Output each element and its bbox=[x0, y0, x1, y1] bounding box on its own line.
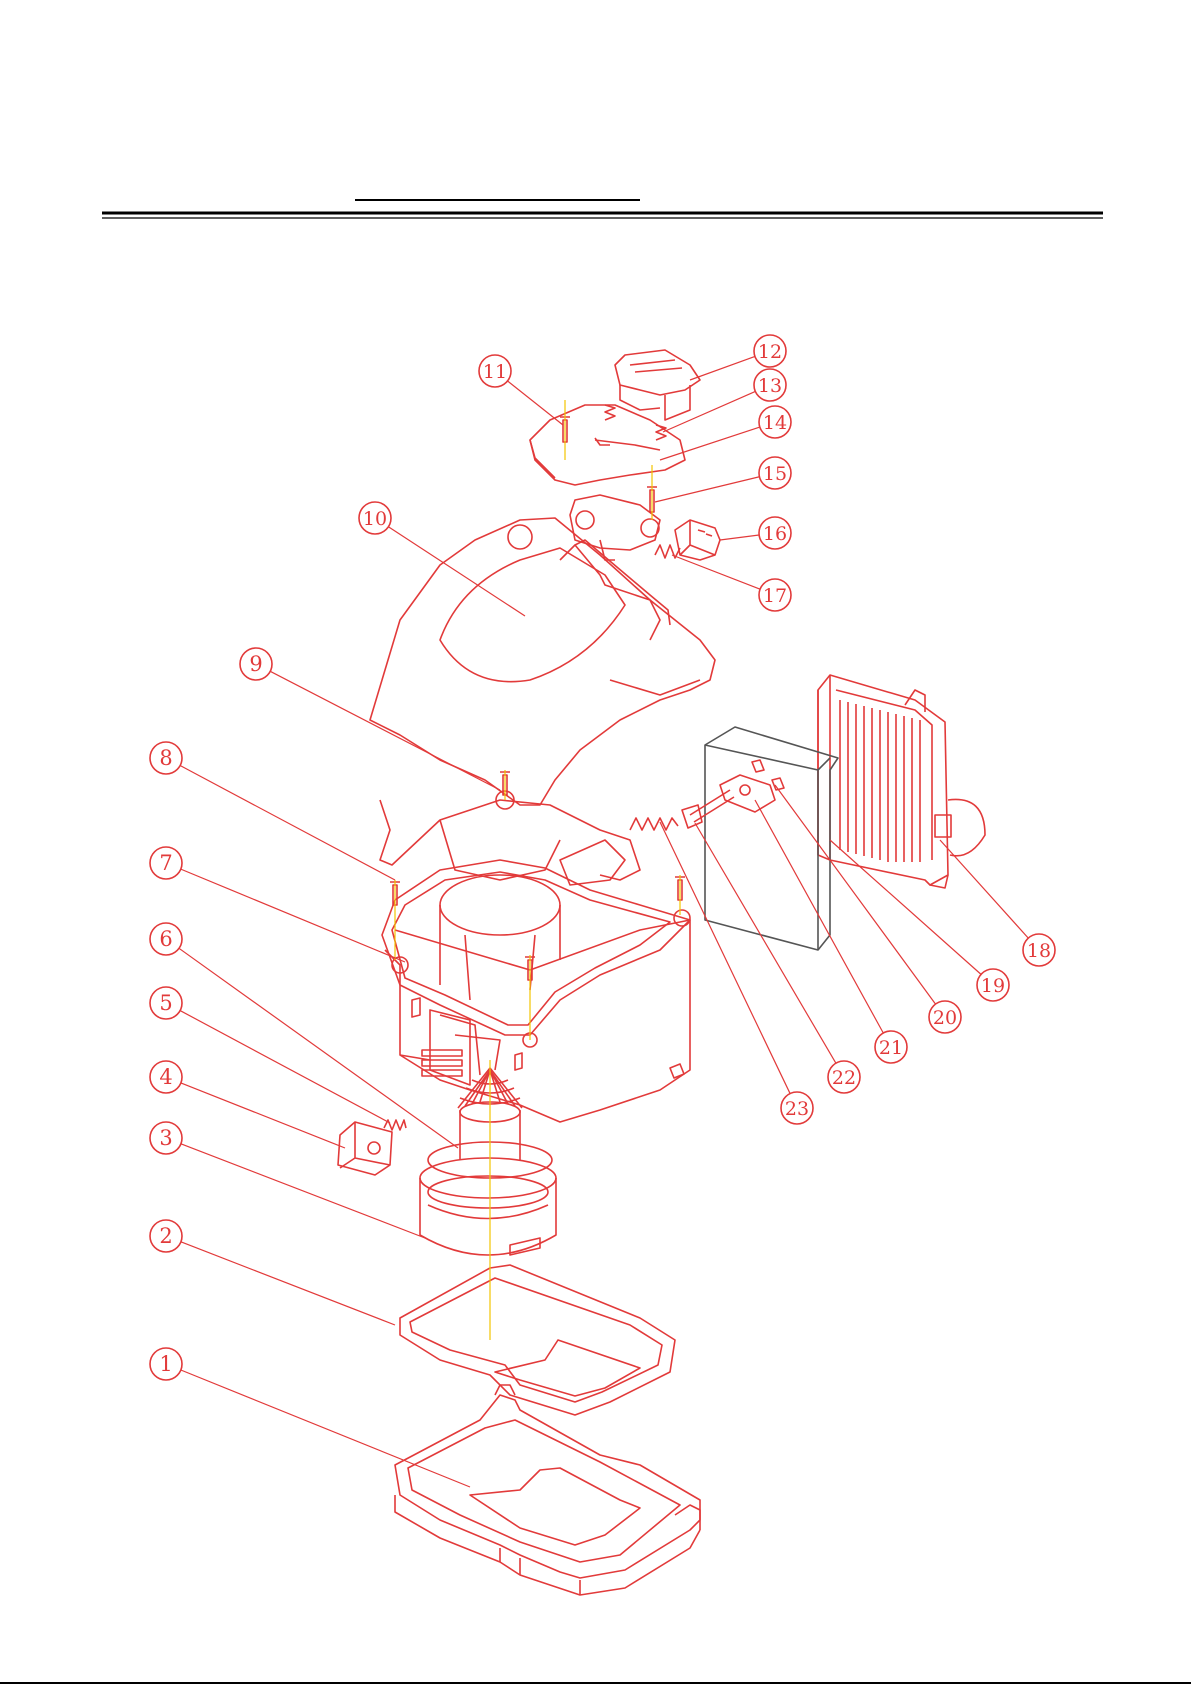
leader-line-6 bbox=[179, 948, 458, 1148]
part-1-base-tray bbox=[395, 1385, 700, 1595]
leader-line-10 bbox=[388, 527, 525, 616]
callout-label-16: 16 bbox=[763, 523, 787, 545]
callout-18: 18 bbox=[1023, 934, 1055, 966]
part-12-cap bbox=[615, 350, 700, 420]
leader-line-7 bbox=[181, 869, 405, 962]
leader-line-15 bbox=[655, 477, 759, 502]
part-23-spring bbox=[630, 818, 678, 830]
callout-label-4: 4 bbox=[159, 1065, 172, 1089]
leader-line-11 bbox=[508, 381, 563, 425]
leader-line-22 bbox=[695, 823, 836, 1063]
part-7-main-body bbox=[385, 920, 690, 1122]
callout-label-12: 12 bbox=[758, 341, 782, 363]
callout-label-3: 3 bbox=[159, 1126, 172, 1150]
callout-16: 16 bbox=[759, 517, 791, 549]
callout-11: 11 bbox=[479, 355, 511, 387]
part-13-springs bbox=[605, 405, 666, 440]
callout-label-13: 13 bbox=[758, 375, 782, 397]
leader-line-23 bbox=[660, 822, 790, 1094]
leader-line-13 bbox=[663, 391, 755, 432]
callout-label-1: 1 bbox=[159, 1352, 172, 1376]
leader-line-8 bbox=[180, 766, 395, 880]
callout-15: 15 bbox=[759, 457, 791, 489]
leader-line-12 bbox=[690, 356, 755, 380]
callout-12: 12 bbox=[754, 335, 786, 367]
assembly-axes bbox=[395, 400, 680, 1340]
callout-4: 4 bbox=[150, 1061, 182, 1093]
callout-label-14: 14 bbox=[763, 412, 787, 434]
leader-line-5 bbox=[180, 1011, 390, 1123]
leader-line-1 bbox=[181, 1370, 470, 1487]
callout-8: 8 bbox=[150, 742, 182, 774]
callout-label-9: 9 bbox=[249, 652, 262, 676]
callout-19: 19 bbox=[977, 969, 1009, 1001]
leader-line-16 bbox=[720, 535, 759, 540]
callout-label-5: 5 bbox=[159, 991, 172, 1015]
callout-5: 5 bbox=[150, 987, 182, 1019]
callout-9: 9 bbox=[240, 648, 272, 680]
part-2-gasket bbox=[400, 1265, 675, 1415]
callout-label-2: 2 bbox=[159, 1224, 172, 1248]
leader-lines bbox=[179, 356, 1028, 1487]
callout-label-22: 22 bbox=[832, 1067, 856, 1089]
valve-block bbox=[570, 495, 660, 560]
callout-21: 21 bbox=[875, 1031, 907, 1063]
leader-line-18 bbox=[940, 840, 1028, 938]
callout-7: 7 bbox=[150, 847, 182, 879]
leader-line-9 bbox=[270, 671, 500, 790]
callout-label-8: 8 bbox=[159, 746, 172, 770]
callout-label-6: 6 bbox=[159, 927, 172, 951]
part-16-latch bbox=[675, 520, 720, 560]
callout-label-23: 23 bbox=[785, 1098, 809, 1120]
callout-6: 6 bbox=[150, 923, 182, 955]
leader-line-2 bbox=[181, 1242, 395, 1325]
callout-label-11: 11 bbox=[483, 361, 507, 383]
part-22-rod bbox=[682, 790, 734, 828]
callout-3: 3 bbox=[150, 1122, 182, 1154]
leader-line-14 bbox=[660, 427, 760, 460]
part-20-small-screws bbox=[752, 760, 784, 790]
part-21-flange-plate bbox=[720, 775, 775, 812]
callout-23: 23 bbox=[781, 1092, 813, 1124]
callout-label-19: 19 bbox=[981, 975, 1005, 997]
callout-label-20: 20 bbox=[933, 1007, 957, 1029]
part-10-top-cover bbox=[370, 518, 715, 805]
leader-line-4 bbox=[181, 1083, 345, 1148]
callout-10: 10 bbox=[359, 502, 391, 534]
callout-label-10: 10 bbox=[363, 508, 387, 530]
callout-22: 22 bbox=[828, 1061, 860, 1093]
part-18-filter-cassette bbox=[818, 675, 985, 888]
callout-1: 1 bbox=[150, 1348, 182, 1380]
leader-line-17 bbox=[672, 555, 760, 589]
parts-drawing bbox=[338, 350, 985, 1595]
callout-13: 13 bbox=[754, 369, 786, 401]
leader-line-3 bbox=[181, 1144, 425, 1238]
callout-label-7: 7 bbox=[159, 851, 172, 875]
part-4-small-cover bbox=[338, 1122, 392, 1175]
callout-20: 20 bbox=[929, 1001, 961, 1033]
part-8-body-gasket bbox=[380, 791, 690, 1047]
callout-label-15: 15 bbox=[763, 463, 787, 485]
callout-17: 17 bbox=[759, 579, 791, 611]
callout-label-21: 21 bbox=[879, 1037, 903, 1059]
callout-2: 2 bbox=[150, 1220, 182, 1252]
callout-14: 14 bbox=[759, 406, 791, 438]
callout-label-18: 18 bbox=[1027, 940, 1051, 962]
callout-label-17: 17 bbox=[763, 585, 787, 607]
